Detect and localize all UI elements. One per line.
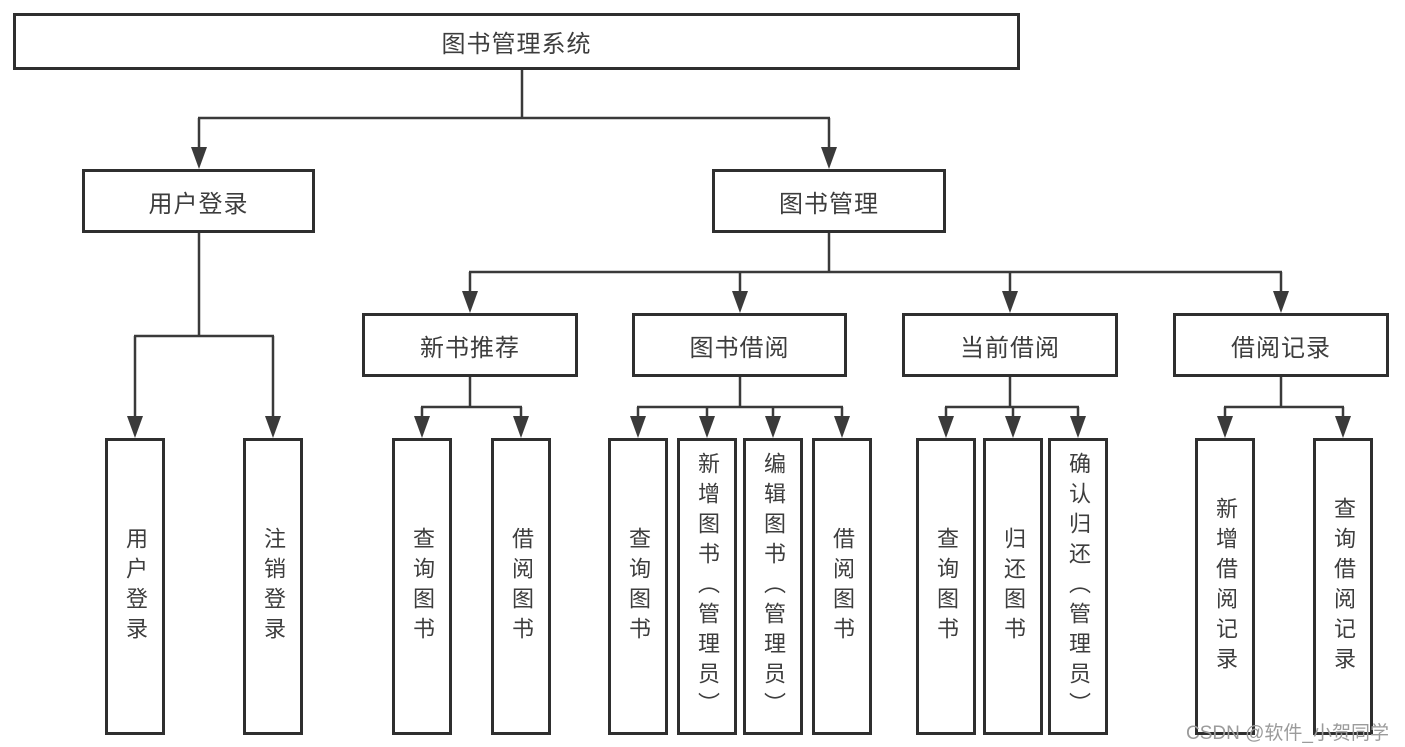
node-current-borrow: 当前借阅	[902, 313, 1118, 377]
leaf-query-books-borrow: 查询图书	[608, 438, 668, 735]
leaf-logout: 注销登录	[243, 438, 303, 735]
node-borrow-record: 借阅记录	[1173, 313, 1389, 377]
leaf-query-borrow-record: 查询借阅记录	[1313, 438, 1373, 735]
leaf-confirm-return-admin: 确认归还（管理员）	[1048, 438, 1108, 735]
node-root-system: 图书管理系统	[13, 13, 1020, 70]
leaf-borrow-books-recommend: 借阅图书	[491, 438, 551, 735]
leaf-add-book-admin: 新增图书（管理员）	[677, 438, 737, 735]
connector-root-to-level2	[191, 69, 837, 169]
leaf-user-login: 用户登录	[105, 438, 165, 735]
node-book-borrow: 图书借阅	[632, 313, 847, 377]
leaf-edit-book-admin: 编辑图书（管理员）	[743, 438, 803, 735]
leaf-borrow-books: 借阅图书	[812, 438, 872, 735]
node-new-book-recommend: 新书推荐	[362, 313, 578, 377]
connector-user-login-to-leaves	[127, 233, 281, 438]
connector-current-borrow-to-leaves	[938, 377, 1086, 438]
connector-book-borrow-to-leaves	[630, 377, 850, 438]
leaf-query-books-current: 查询图书	[916, 438, 976, 735]
connector-book-mgmt-to-level3	[462, 233, 1289, 313]
connector-borrow-record-to-leaves	[1217, 377, 1351, 438]
leaf-query-books-recommend: 查询图书	[392, 438, 452, 735]
node-user-login: 用户登录	[82, 169, 315, 233]
leaf-add-borrow-record: 新增借阅记录	[1195, 438, 1255, 735]
connector-new-book-rec-to-leaves	[414, 377, 529, 438]
leaf-return-books: 归还图书	[983, 438, 1043, 735]
csdn-watermark: CSDN @软件_小贺同学	[1186, 723, 1389, 744]
node-book-management: 图书管理	[712, 169, 946, 233]
